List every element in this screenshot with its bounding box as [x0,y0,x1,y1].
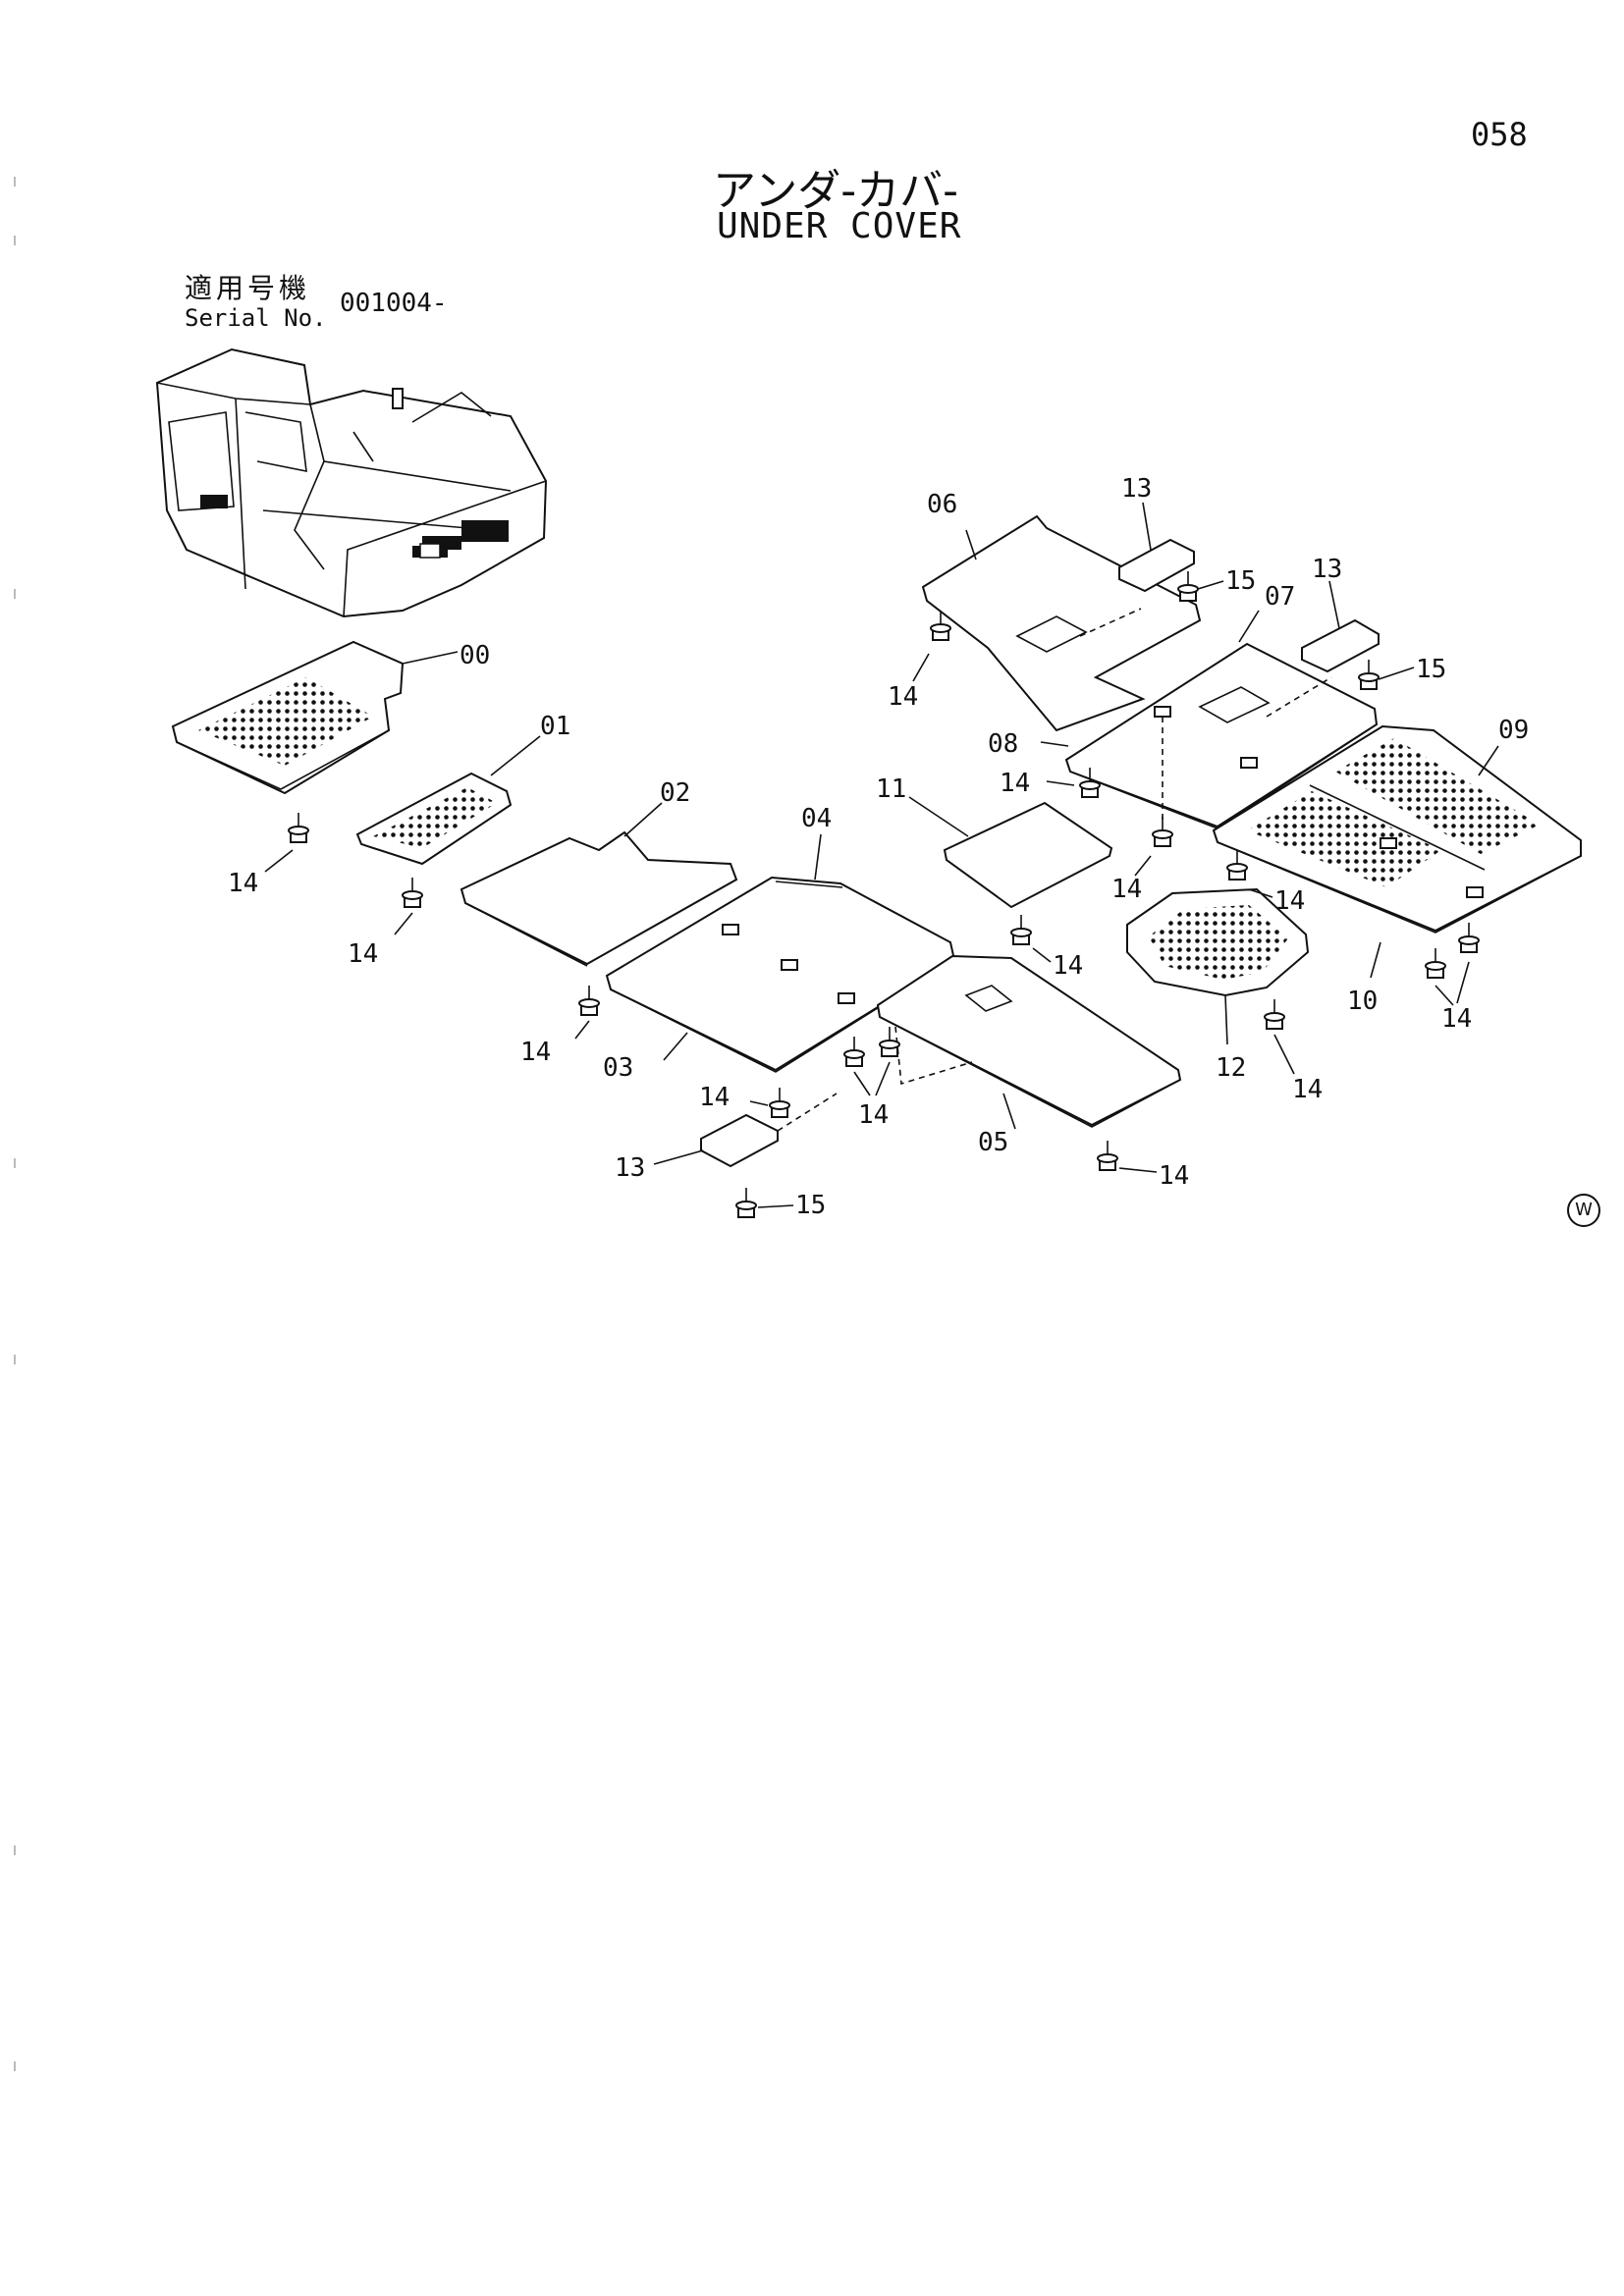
title-english: UNDER COVER [717,206,962,246]
callout-07: 07 [1265,582,1295,612]
scan-edge-mark [14,1158,16,1168]
callout-14h: 14 [1159,1161,1189,1191]
machine-overview-illustration [155,347,548,618]
bolts [264,570,1480,1218]
callout-05: 05 [978,1128,1008,1157]
callout-10: 10 [1347,987,1378,1016]
callout-14k: 14 [520,1038,551,1067]
part-00-perforated-cover [171,640,459,795]
callout-15b: 15 [1416,655,1446,684]
scan-edge-mark [14,2061,16,2071]
callout-14c: 14 [1111,875,1142,904]
part-12-perforated-cover [1126,887,1310,1045]
callout-04: 04 [801,804,832,833]
callout-14f: 14 [1292,1075,1323,1104]
callout-14a: 14 [888,682,918,712]
callout-14j: 14 [699,1083,730,1112]
part-05-cover-plate [876,954,1182,1130]
serial-number-value: 001004- [340,289,448,318]
callout-03: 03 [603,1053,633,1083]
callout-14e: 14 [1441,1004,1472,1034]
part-06-cover-plate [921,514,1202,732]
callout-11: 11 [876,774,906,804]
callout-00: 00 [460,641,490,670]
part-02-cover-plate [460,802,738,967]
callout-09: 09 [1498,716,1529,745]
callout-labels: 00 01 02 03 04 05 06 07 08 09 10 11 12 1… [228,474,1529,1220]
callout-14d: 14 [1274,886,1305,916]
part-11-cover-plate [908,796,1113,909]
callout-15a: 15 [1225,566,1256,596]
callout-06: 06 [927,490,957,519]
scan-edge-mark [14,177,16,187]
callout-02: 02 [660,778,690,808]
callout-08: 08 [988,729,1018,759]
title-japanese: アンダ-カバ- [713,166,958,216]
serial-label-english: Serial No. [185,304,327,332]
part-03-04-cover-plates [605,833,956,1073]
scan-edge-mark [14,1355,16,1364]
scan-edge-mark [14,1845,16,1855]
serial-label-japanese: 適用号機 [185,272,311,304]
callout-13c: 13 [615,1153,645,1183]
scan-edge-mark [14,236,16,245]
part-13-brackets [653,502,1380,1168]
callout-14m: 14 [228,869,258,898]
part-01-perforated-cover [355,735,541,866]
callout-14b: 14 [1000,769,1030,798]
callout-01: 01 [540,712,570,741]
callout-13a: 13 [1121,474,1152,504]
callout-14l: 14 [348,939,378,969]
callout-14i: 14 [858,1100,889,1130]
callout-14g: 14 [1053,951,1083,981]
part-09-10-perforated-covers [1212,724,1582,979]
page-number: 058 [1471,116,1528,153]
watermark-circle-w: W [1567,1194,1600,1227]
callout-12: 12 [1216,1053,1246,1083]
scan-edge-mark [14,589,16,599]
callout-13b: 13 [1312,555,1342,584]
callout-15c: 15 [795,1191,826,1220]
